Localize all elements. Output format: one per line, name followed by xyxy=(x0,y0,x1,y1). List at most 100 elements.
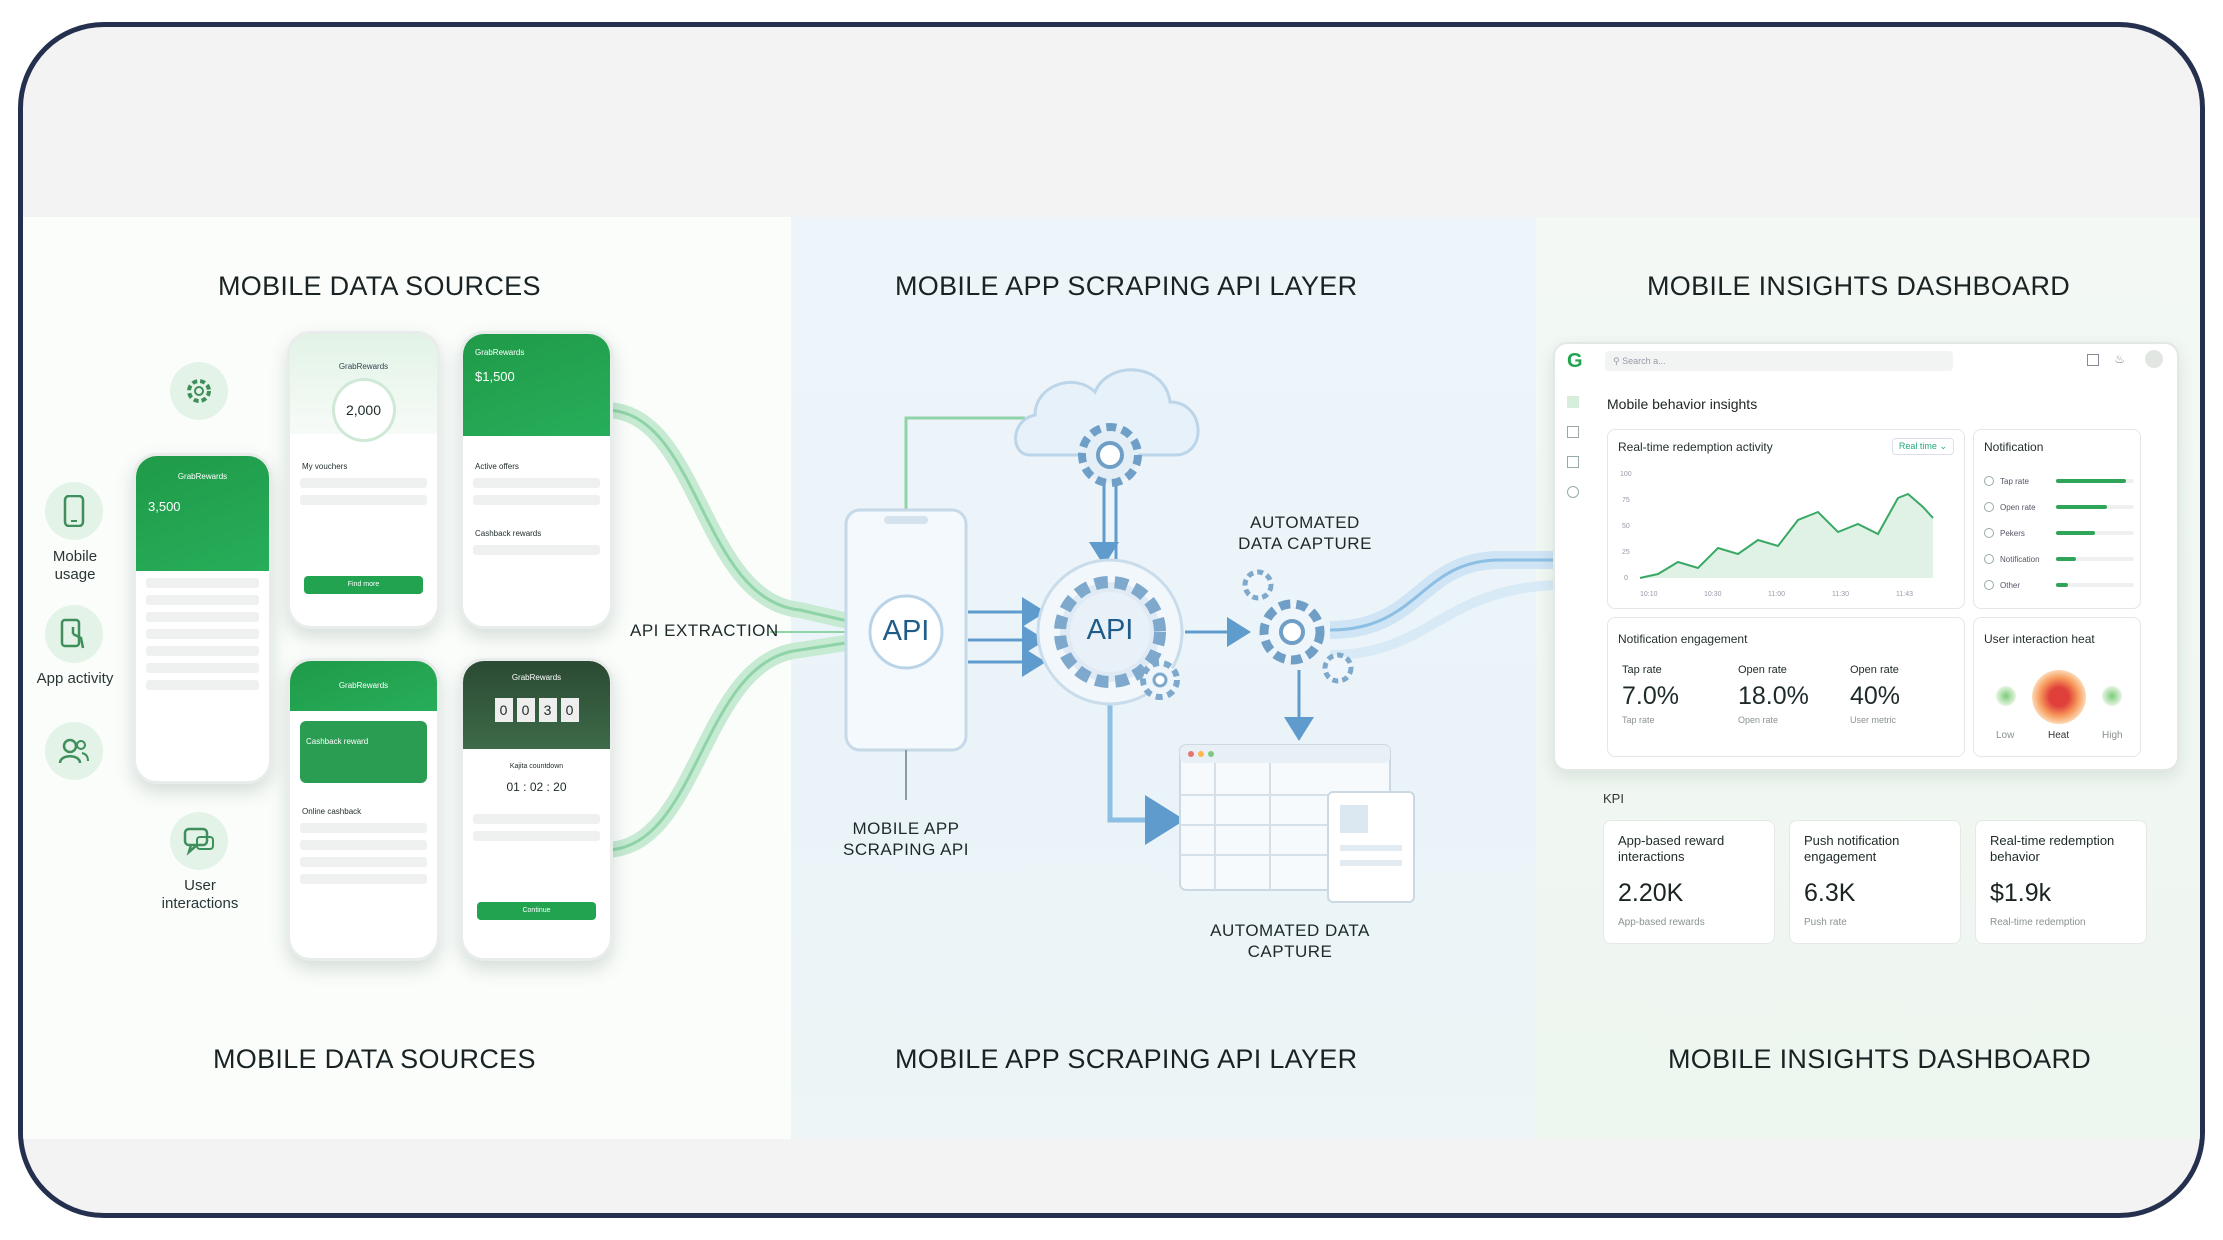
phone-2-section: My vouchers xyxy=(302,462,348,471)
notification-row-label: Pekers xyxy=(2000,528,2025,538)
kpi-value: $1.9k xyxy=(1990,879,2052,907)
kpi-card: Push notification engagement 6.3K Push r… xyxy=(1789,820,1961,944)
y-tick: 50 xyxy=(1622,523,1630,530)
notification-row: Pekers xyxy=(1984,520,2134,546)
engagement-metric: Open rate 18.0% Open rate xyxy=(1738,664,1838,725)
realtime-filter[interactable]: Real time ⌄ xyxy=(1891,438,1954,455)
kpi-value: 2.20K xyxy=(1618,879,1684,907)
heat-dot-center xyxy=(2032,670,2086,724)
green-flow-bottom xyxy=(604,632,867,858)
countdown-digit: 0 xyxy=(494,698,513,722)
phone-5-title: Kajita countdown xyxy=(509,763,564,770)
users-icon xyxy=(45,722,103,780)
y-tick: 25 xyxy=(1622,549,1630,556)
kpi-sub: Push rate xyxy=(1804,917,1847,928)
y-tick: 0 xyxy=(1624,575,1628,582)
phone-2-points-circle: 2,000 xyxy=(334,381,393,439)
sources-heading-bottom: MOBILE DATA SOURCES xyxy=(213,1044,536,1074)
notification-level-bar xyxy=(2056,505,2134,509)
sidebar-nav xyxy=(1567,396,1583,498)
kpi-title-line: interactions xyxy=(1618,849,1685,864)
phone-4-app-name: GrabRewards xyxy=(338,681,389,690)
kpi-title-line: Push notification xyxy=(1804,833,1900,848)
search-placeholder: Search a... xyxy=(1622,356,1666,366)
api-heading-top: MOBILE APP SCRAPING API LAYER xyxy=(895,271,1358,301)
sources-heading-top: MOBILE DATA SOURCES xyxy=(218,271,541,301)
search-icon: ⚲ xyxy=(1613,356,1620,366)
engagement-title: Notification engagement xyxy=(1618,632,1748,646)
user-interactions-line1: User xyxy=(184,877,216,894)
hub-small-gear-icon xyxy=(1140,660,1180,700)
kpi-card: App-based reward interactions 2.20K App-… xyxy=(1603,820,1775,944)
metric-sub: Open rate xyxy=(1738,715,1779,725)
notification-level-bar xyxy=(2056,557,2134,561)
sidebar-item-grid[interactable] xyxy=(1567,426,1579,438)
heat-title: User interaction heat xyxy=(1984,632,2095,646)
chat-icon xyxy=(170,812,228,870)
notification-level-bar xyxy=(2056,479,2134,483)
api-extraction-label: API EXTRACTION xyxy=(630,621,779,640)
capture-label-top-line1: AUTOMATED xyxy=(1250,513,1360,532)
kpi-card: Real-time redemption behavior $1.9k Real… xyxy=(1975,820,2147,944)
phone-3-value: $1,500 xyxy=(475,369,515,384)
x-tick: 10:10 xyxy=(1640,591,1658,598)
kpi-value: 6.3K xyxy=(1804,879,1856,907)
metric-value: 18.0% xyxy=(1738,682,1809,710)
activity-line xyxy=(1639,492,1934,579)
sidebar-item-dashboard[interactable] xyxy=(1567,396,1579,408)
phone-3-section: Active offers xyxy=(475,462,519,471)
sidebar-item-settings[interactable] xyxy=(1567,486,1579,498)
avatar[interactable] xyxy=(2145,350,2163,368)
cloud-gear-icon xyxy=(1078,423,1142,487)
notification-row: Tap rate xyxy=(1984,468,2134,494)
capture-label-top: AUTOMATED DATA CAPTURE xyxy=(1230,512,1380,554)
metric-value: 40% xyxy=(1850,682,1901,710)
notification-row-label: Other xyxy=(2000,580,2021,590)
bell-icon[interactable]: ♨ xyxy=(2114,352,2125,366)
activity-line-chart: 100 75 50 25 0 10:10 10:30 11:00 11:30 1… xyxy=(1620,471,1934,598)
green-flow-top xyxy=(604,402,867,633)
capture-gear-small-right xyxy=(1322,652,1354,684)
api-hub-badge-text: API xyxy=(1086,614,1134,646)
kpi-title-line: App-based reward xyxy=(1618,833,1725,848)
api-phone-caption: MOBILE APP SCRAPING API xyxy=(836,818,976,860)
api-phone-badge-text: API xyxy=(882,615,930,647)
countdown-digit: 0 xyxy=(516,698,535,722)
api-phone-caption-line2: SCRAPING API xyxy=(843,840,969,859)
notification-level-bar xyxy=(2056,531,2134,535)
y-tick: 100 xyxy=(1620,471,1632,478)
sidebar-item-folder[interactable] xyxy=(1567,456,1579,468)
phone-icon xyxy=(45,482,103,540)
notification-level-fill xyxy=(2056,479,2127,483)
notification-row-icon xyxy=(1984,580,1994,590)
phone-5-button[interactable]: Continue xyxy=(477,902,596,920)
gear-icon xyxy=(170,362,228,420)
heat-dot-low xyxy=(1996,686,2016,706)
filter-label: Real time xyxy=(1898,441,1937,451)
notification-title: Notification xyxy=(1984,440,2044,454)
notification-level-fill xyxy=(2056,557,2076,561)
search-input[interactable]: ⚲ Search a... xyxy=(1605,351,1953,371)
engagement-metric: Tap rate 7.0% Tap rate xyxy=(1622,664,1722,725)
mobile-usage-line2: usage xyxy=(54,566,96,583)
notification-row-icon xyxy=(1984,502,1994,512)
kpi-title: App-based reward interactions xyxy=(1618,833,1724,865)
calendar-icon[interactable] xyxy=(2087,354,2099,366)
notification-row: Open rate xyxy=(1984,494,2134,520)
dashboard-window: G ⚲ Search a... ♨ Mobile behavior insigh… xyxy=(1553,342,2179,771)
phone-5-timer: 01 : 02 : 20 xyxy=(506,780,567,794)
heat-label-low: Low xyxy=(1996,730,2015,741)
phone-1-value: 3,500 xyxy=(148,499,181,514)
capture-label-bottom-line2: CAPTURE xyxy=(1247,942,1333,961)
capture-label-bottom-line1: AUTOMATED DATA xyxy=(1210,921,1370,940)
app-activity-label: App activity xyxy=(20,670,130,688)
capture-gear-small-top xyxy=(1242,569,1274,601)
kpi-title-line: Real-time redemption xyxy=(1990,833,2115,848)
phone-2-button[interactable]: Find more xyxy=(304,576,423,594)
engagement-metric: Open rate 40% User metric xyxy=(1850,664,1950,725)
notification-row-icon xyxy=(1984,528,1994,538)
notification-level-fill xyxy=(2056,583,2068,587)
notification-row-icon xyxy=(1984,554,1994,564)
metric-label: Tap rate xyxy=(1622,664,1662,676)
